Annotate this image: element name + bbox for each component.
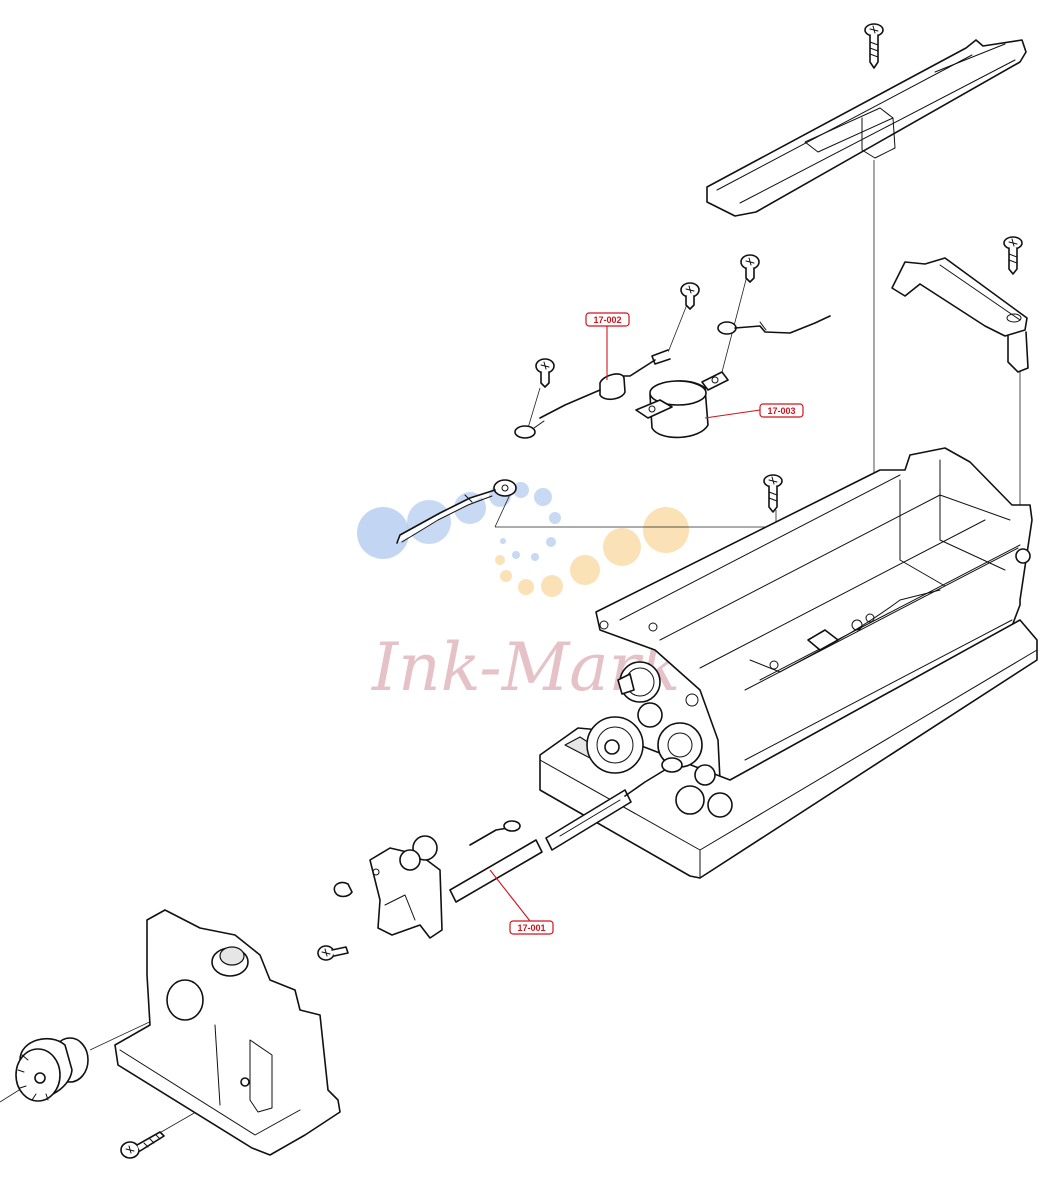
callout-label: 17-003 bbox=[767, 406, 795, 416]
screw bbox=[120, 1131, 165, 1159]
gear-train bbox=[586, 661, 733, 818]
top-cover-plate bbox=[706, 39, 1027, 217]
watermark-dot bbox=[541, 575, 563, 597]
screw bbox=[1003, 236, 1023, 275]
screw bbox=[535, 358, 555, 388]
watermark-dot bbox=[500, 538, 506, 544]
watermark-dot bbox=[513, 482, 529, 498]
watermark-dot bbox=[603, 528, 641, 566]
control-knob bbox=[15, 1037, 89, 1102]
watermark-dot bbox=[495, 555, 505, 565]
screw bbox=[740, 254, 760, 283]
watermark-dot bbox=[357, 507, 409, 559]
watermark-dot bbox=[500, 570, 512, 582]
side-cover bbox=[114, 909, 341, 1156]
heater-cable bbox=[449, 757, 683, 903]
thermostat-lead-wire bbox=[717, 315, 831, 335]
main-chassis bbox=[595, 447, 1033, 786]
watermark-dot bbox=[570, 555, 600, 585]
mounting-bracket bbox=[891, 257, 1029, 373]
screw bbox=[763, 474, 783, 513]
callout-17-003: 17-003 bbox=[704, 403, 804, 419]
watermark-dot bbox=[531, 553, 539, 561]
fuse-lead bbox=[514, 349, 671, 439]
watermark-dot bbox=[518, 579, 534, 595]
screw bbox=[864, 23, 884, 69]
watermark-dot bbox=[546, 537, 556, 547]
callout-17-002: 17-002 bbox=[585, 312, 630, 380]
screw bbox=[680, 282, 700, 310]
watermark-dot bbox=[512, 551, 520, 559]
callout-label: 17-002 bbox=[593, 315, 621, 325]
callout-17-001: 17-001 bbox=[489, 869, 554, 935]
watermark-dot bbox=[549, 512, 561, 524]
watermark-dot bbox=[534, 488, 552, 506]
gear-bracket-assembly bbox=[333, 835, 443, 939]
callout-label: 17-001 bbox=[517, 923, 545, 933]
thermostat bbox=[635, 371, 729, 439]
watermark-dot bbox=[454, 492, 486, 524]
screw bbox=[317, 945, 349, 961]
ground-wire bbox=[396, 479, 517, 544]
watermark-dot bbox=[643, 507, 689, 553]
